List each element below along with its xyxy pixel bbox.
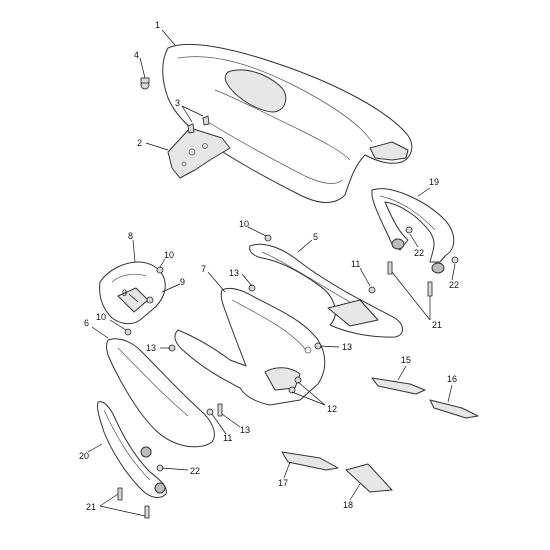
callout-20: 20 xyxy=(79,451,89,461)
callout-21-lower: 21 xyxy=(86,502,96,512)
callout-18: 18 xyxy=(343,500,353,510)
part-rear-frame[interactable] xyxy=(99,261,166,325)
fastener-group-seat xyxy=(140,77,210,134)
fastener-group-rail xyxy=(387,226,459,297)
callout-10-top: 10 xyxy=(239,219,249,229)
callout-4: 4 xyxy=(134,50,139,60)
callout-1: 1 xyxy=(155,20,160,30)
part-trim-17[interactable] xyxy=(281,451,339,471)
callout-19: 19 xyxy=(429,177,439,187)
part-trim-15[interactable] xyxy=(371,377,426,395)
callout-22-rail-right: 22 xyxy=(449,280,459,290)
callout-17: 17 xyxy=(278,478,288,488)
part-grab-rail[interactable] xyxy=(371,188,455,274)
part-trim-18[interactable] xyxy=(345,463,393,493)
part-seat[interactable] xyxy=(162,43,413,203)
callout-22-lower: 22 xyxy=(190,466,200,476)
callout-15: 15 xyxy=(401,355,411,365)
callout-2: 2 xyxy=(137,138,142,148)
part-lower-side-panel[interactable] xyxy=(106,338,215,448)
callout-9-left: 9 xyxy=(122,288,127,298)
part-seat-bracket[interactable] xyxy=(167,127,231,179)
callout-5: 5 xyxy=(313,232,318,242)
part-main-side-cover[interactable] xyxy=(174,287,326,406)
callout-11-lower: 11 xyxy=(223,433,232,443)
callout-21-right: 21 xyxy=(432,320,442,330)
callout-22-rail-left: 22 xyxy=(414,248,424,258)
callout-16: 16 xyxy=(447,374,457,384)
callout-3: 3 xyxy=(175,98,180,108)
callout-13-top: 13 xyxy=(229,268,239,278)
callout-13-left: 13 xyxy=(146,343,156,353)
callout-7: 7 xyxy=(201,264,206,274)
part-side-rail[interactable] xyxy=(97,401,167,498)
callout-11-right: 11 xyxy=(351,259,360,269)
callout-10-mid: 10 xyxy=(164,250,174,260)
callout-10-left: 10 xyxy=(96,312,106,322)
callout-8: 8 xyxy=(128,231,133,241)
callout-9-right: 9 xyxy=(180,277,185,287)
callout-12: 12 xyxy=(327,404,337,414)
fastener-group-panels xyxy=(117,234,376,519)
part-trim-16[interactable] xyxy=(429,399,479,419)
callout-13-right: 13 xyxy=(342,342,352,352)
callout-13-lower: 13 xyxy=(240,425,250,435)
callout-6: 6 xyxy=(84,318,89,328)
callout-labels: 1 2 3 4 5 6 7 8 9 9 10 10 10 11 11 12 13… xyxy=(79,20,459,512)
leader-lines xyxy=(87,29,456,517)
part-upper-side-panel[interactable] xyxy=(249,243,403,338)
